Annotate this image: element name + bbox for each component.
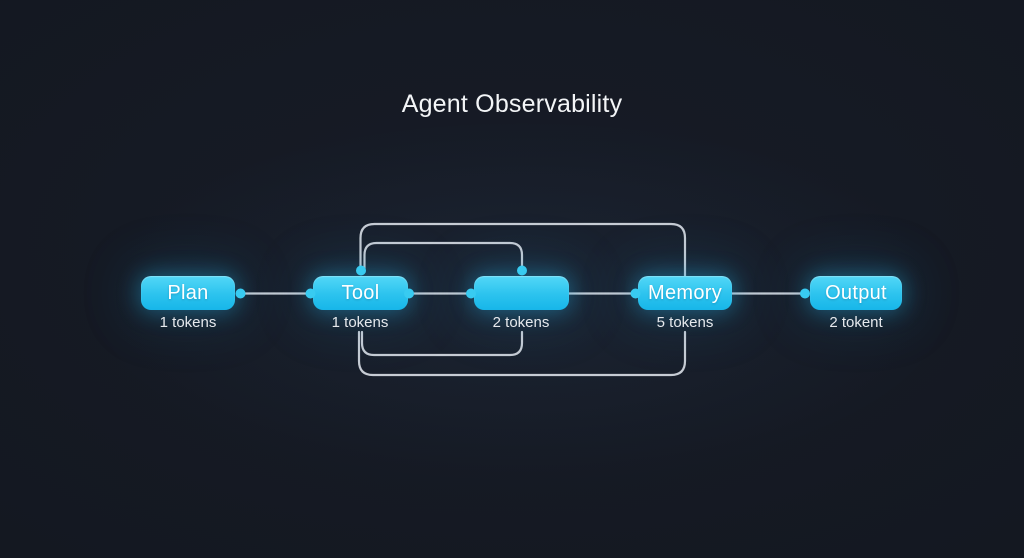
node-memory-token-count: 5 tokens — [656, 314, 714, 331]
edge-loop-tool-middle-top — [363, 241, 524, 274]
node-plan-token-count: 1 tokens — [159, 314, 217, 331]
node-unnamed[interactable] — [474, 276, 569, 310]
edge-loop-tool-memory-bottom — [357, 330, 687, 377]
node-output[interactable]: Output — [810, 276, 902, 310]
node-output-label: Output — [825, 281, 887, 304]
diagram-title: Agent Observability — [401, 90, 623, 118]
node-output-token-count: 2 tokent — [829, 314, 883, 331]
node-plan-label: Plan — [167, 281, 209, 304]
edge-loop-tool-middle-bottom — [360, 330, 524, 357]
node-tool[interactable]: Tool — [313, 276, 408, 310]
edge-loop-tool-memory-top — [359, 222, 687, 278]
node-plan[interactable]: Plan — [141, 276, 235, 310]
node-tool-label: Tool — [341, 281, 380, 304]
node-memory[interactable]: Memory — [638, 276, 732, 310]
node-unnamed-token-count: 2 tokens — [492, 314, 550, 331]
node-tool-token-count: 1 tokens — [331, 314, 389, 331]
node-memory-label: Memory — [647, 281, 723, 304]
